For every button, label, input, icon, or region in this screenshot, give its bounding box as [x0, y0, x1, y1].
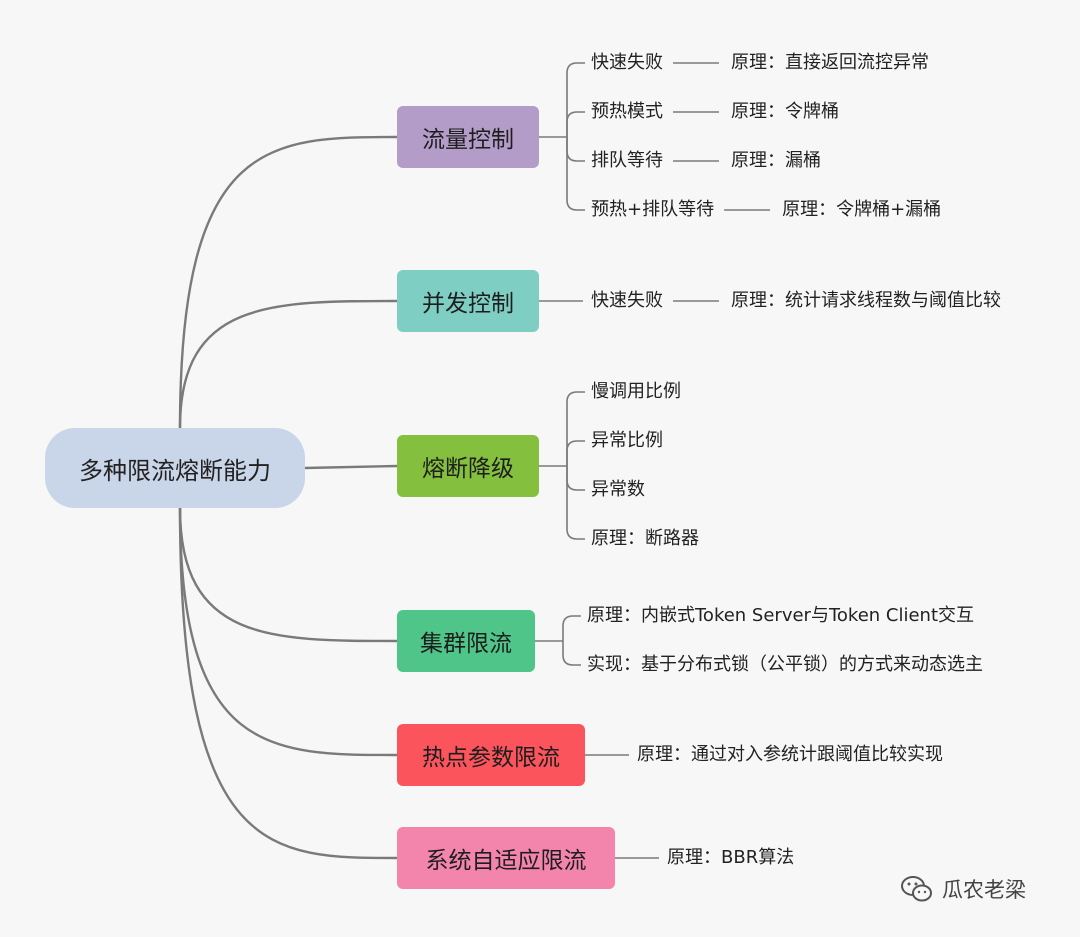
leaf-connector	[562, 615, 581, 641]
leaf-label: 预热模式	[591, 101, 663, 122]
branch-node: 熔断降级	[397, 435, 539, 497]
leaf-detail: 原理：令牌桶+漏桶	[782, 199, 942, 220]
branch-node: 系统自适应限流	[397, 827, 615, 889]
watermark: 瓜农老梁	[900, 871, 1026, 907]
leaf-connector	[566, 137, 585, 162]
leaf-label: 原理：断路器	[591, 528, 699, 549]
branch-node: 热点参数限流	[397, 724, 585, 786]
leaf-detail: 原理：令牌桶	[731, 101, 839, 122]
leaf-connector	[566, 466, 585, 540]
root-connector	[178, 507, 398, 860]
leaf-label: 原理：BBR算法	[667, 847, 795, 868]
leaf-detail: 原理：漏桶	[731, 150, 821, 171]
leaf-label: 快速失败	[591, 52, 663, 73]
leaf-connector	[566, 137, 585, 211]
root-label: 多种限流熔断能力	[79, 456, 271, 485]
wechat-icon	[901, 876, 932, 902]
branch-label: 热点参数限流	[422, 745, 560, 771]
root-connector	[178, 135, 398, 429]
leaf-label: 原理：通过对入参统计跟阈值比较实现	[637, 744, 943, 765]
leaf-detail: 原理：统计请求线程数与阈值比较	[731, 290, 1001, 311]
root-node: 多种限流熔断能力	[45, 428, 305, 508]
branch-node: 流量控制	[397, 106, 539, 168]
leaf-connector	[562, 641, 581, 666]
leaf-connector	[566, 440, 585, 466]
leaf-connector	[566, 466, 585, 491]
leaf-label: 异常数	[591, 479, 645, 500]
leaf-connector	[566, 391, 585, 466]
leaf-connector	[566, 62, 585, 137]
root-connector	[304, 464, 398, 470]
branch-label: 流量控制	[422, 127, 514, 153]
root-connector	[178, 299, 398, 429]
leaf-label: 快速失败	[591, 290, 663, 311]
branch-label: 系统自适应限流	[425, 848, 587, 874]
leaf-connector	[566, 111, 585, 137]
leaf-label: 预热+排队等待	[591, 199, 715, 220]
leaf-label: 慢调用比例	[591, 381, 681, 402]
branch-label: 并发控制	[422, 291, 514, 317]
leaf-label: 原理：内嵌式Token Server与Token Client交互	[587, 605, 975, 626]
root-connector	[178, 507, 398, 643]
leaf-label: 实现：基于分布式锁（公平锁）的方式来动态选主	[587, 654, 983, 675]
branch-label: 集群限流	[420, 631, 512, 657]
branch-node: 并发控制	[397, 270, 539, 332]
leaf-label: 排队等待	[591, 150, 663, 171]
branch-node: 集群限流	[397, 610, 535, 672]
leaf-label: 异常比例	[591, 430, 663, 451]
watermark-text: 瓜农老梁	[942, 878, 1026, 902]
leaf-detail: 原理：直接返回流控异常	[731, 52, 929, 73]
root-connector	[178, 507, 398, 757]
branch-label: 熔断降级	[422, 456, 514, 482]
